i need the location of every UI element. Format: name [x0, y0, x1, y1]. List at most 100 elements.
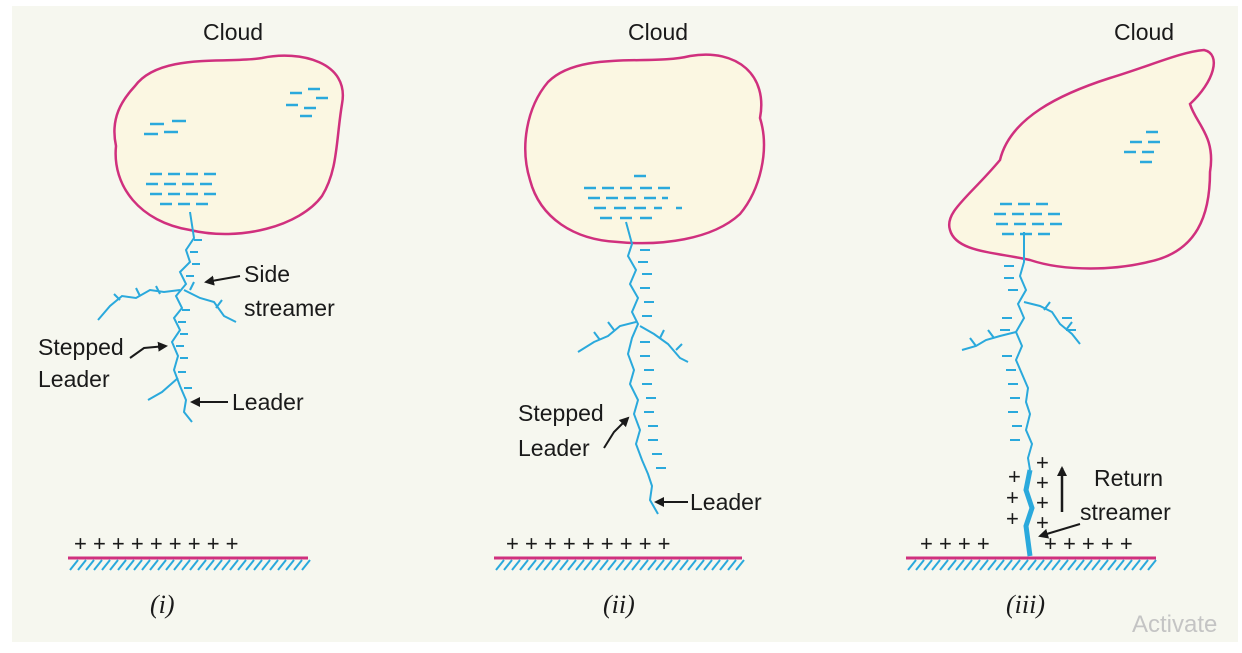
leader-label-2: Leader [690, 489, 762, 515]
ground-hatch-mark [229, 559, 239, 571]
ground-hatch-mark [671, 559, 681, 571]
ground-hatch-mark [543, 559, 553, 571]
leader-ticks-2 [638, 249, 666, 469]
ground-hatch-mark [519, 559, 529, 571]
ground-hatch-mark [189, 559, 199, 571]
return-streamer-label-line2: streamer [1080, 499, 1171, 525]
ground-hatch-mark [277, 559, 287, 571]
ground-hatch-mark [535, 559, 545, 571]
ground-hatch-mark [181, 559, 191, 571]
side-streamer-label-line2: streamer [244, 295, 335, 321]
ground-hatch-mark [117, 559, 127, 571]
ground-hatch-mark [631, 559, 641, 571]
ground-hatch-mark [727, 559, 737, 571]
ground-hatch-mark [149, 559, 159, 571]
ground-hatch-mark [109, 559, 119, 571]
ground-hatch-mark [615, 559, 625, 571]
leader-ticks-1 [176, 239, 202, 389]
ground-hatch-mark [655, 559, 665, 571]
ground-hatch-mark [1035, 559, 1045, 571]
ground-hatch-mark [687, 559, 697, 571]
ground-hatch-mark [205, 559, 215, 571]
stepped-leader-3 [961, 232, 1081, 471]
cloud-3 [947, 48, 1215, 270]
ground-hatch-mark [915, 559, 925, 571]
ground-hatch-mark [1027, 559, 1037, 571]
cloud-label-3: Cloud [1114, 19, 1174, 45]
ground-hatch-mark [221, 559, 231, 571]
return-streamer-label-line1: Return [1094, 465, 1163, 491]
ground-hatch-mark [1139, 559, 1149, 571]
ground-charges-3-left: + + + + [920, 531, 990, 556]
stepped-leader-1 [97, 211, 237, 423]
ground-hatch-mark [711, 559, 721, 571]
svg-text:+: + [1006, 485, 1019, 510]
ground-hatch-mark [583, 559, 593, 571]
ground-hatch-mark [1107, 559, 1117, 571]
ground-hatch-mark [907, 559, 917, 571]
ground-hatch-mark [1075, 559, 1085, 571]
return-streamer-arrow [1038, 523, 1081, 539]
ground-hatch-mark [237, 559, 247, 571]
ground-hatch-mark [979, 559, 989, 571]
ground-hatch-mark [719, 559, 729, 571]
ground-hatch-mark [995, 559, 1005, 571]
ground-hatch-3 [907, 559, 1157, 571]
stepped-leader-label-line2-p1: Leader [38, 366, 110, 392]
panel-3: Cloud [906, 19, 1215, 619]
stepped-leader-label-line1-p2: Stepped [518, 400, 604, 426]
cloud-label-2: Cloud [628, 19, 688, 45]
ground-hatch-mark [503, 559, 513, 571]
ground-hatch-mark [1115, 559, 1125, 571]
ground-hatch-mark [695, 559, 705, 571]
return-streamer-channel [1023, 469, 1035, 557]
ground-hatch-mark [559, 559, 569, 571]
ground-hatch-mark [955, 559, 965, 571]
panel-caption-1: (i) [150, 590, 175, 619]
ground-hatch-mark [1083, 559, 1093, 571]
svg-text:+: + [1036, 490, 1049, 515]
ground-hatch-mark [197, 559, 207, 571]
stepped-leader-label-line2-p2: Leader [518, 435, 590, 461]
ground-hatch-mark [679, 559, 689, 571]
ground-hatch-mark [133, 559, 143, 571]
ground-hatch-mark [1131, 559, 1141, 571]
side-streamer-label-line1: Side [244, 261, 290, 287]
ground-hatch-mark [607, 559, 617, 571]
ground-hatch-mark [269, 559, 279, 571]
cloud-2 [524, 53, 766, 245]
ground-hatch-mark [591, 559, 601, 571]
ground-hatch-mark [735, 559, 745, 571]
ground-hatch-mark [165, 559, 175, 571]
ground-hatch-mark [293, 559, 303, 571]
ground-hatch-mark [261, 559, 271, 571]
ground-hatch-mark [157, 559, 167, 571]
ground-hatch-mark [285, 559, 295, 571]
ground-charges-2: + + + + + + + + + [506, 531, 671, 556]
ground-hatch-mark [141, 559, 151, 571]
ground-hatch-mark [253, 559, 263, 571]
stepped-leader-arrow-2 [603, 416, 630, 449]
ground-hatch-mark [1123, 559, 1133, 571]
stepped-leader-label-line1-p1: Stepped [38, 334, 124, 360]
ground-charges-3-right: + + + + + [1044, 531, 1133, 556]
ground-hatch-mark [647, 559, 657, 571]
ground-hatch-mark [1019, 559, 1029, 571]
ground-hatch-mark [101, 559, 111, 571]
negative-charges-3 [994, 130, 1160, 236]
ground-hatch-mark [1011, 559, 1021, 571]
ground-hatch-mark [301, 559, 311, 571]
ground-hatch-mark [213, 559, 223, 571]
ground-hatch-mark [245, 559, 255, 571]
svg-text:+: + [1006, 506, 1019, 531]
ground-hatch-mark [1043, 559, 1053, 571]
ground-hatch-mark [77, 559, 87, 571]
panel-caption-2: (ii) [603, 590, 635, 619]
ground-hatch-mark [511, 559, 521, 571]
ground-charges-1: + + + + + + + + + [74, 531, 239, 556]
ground-hatch-mark [495, 559, 505, 571]
ground-hatch-mark [85, 559, 95, 571]
ground-hatch-mark [575, 559, 585, 571]
panel-1: Cloud [38, 19, 345, 619]
